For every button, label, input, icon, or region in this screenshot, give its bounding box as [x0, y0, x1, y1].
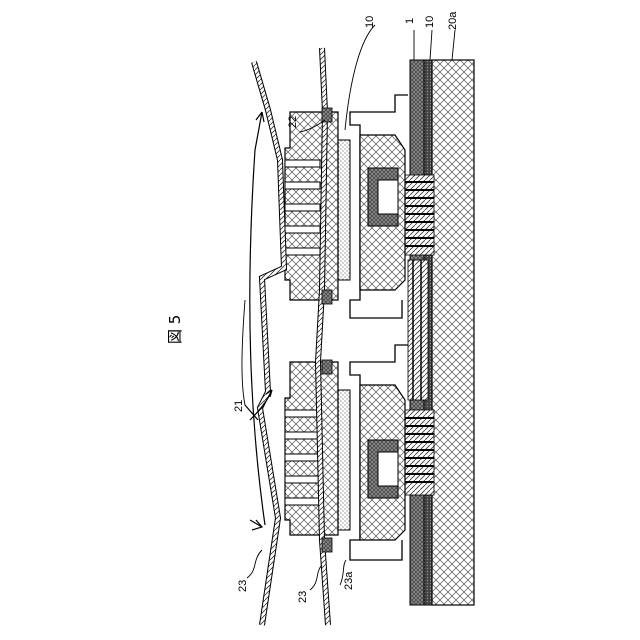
label-ref-23-left: 23 [237, 580, 249, 592]
upper-module [285, 95, 408, 318]
label-ref-10-right: 10 [424, 16, 436, 28]
interconnect-upper [404, 175, 434, 255]
label-ref-21: 21 [233, 400, 245, 412]
base-plate [432, 60, 474, 605]
label-ref-1: 1 [404, 18, 416, 24]
label-ref-20a: 20a [447, 11, 459, 30]
label-ref-23a: 23a [343, 571, 355, 590]
figure-caption: 図 5 [166, 315, 184, 344]
lower-module [285, 345, 408, 560]
interconnect-middle [408, 260, 428, 400]
interconnect-lower [404, 410, 434, 495]
label-ref-22: 22 [287, 116, 299, 128]
label-ref-23-bottom: 23 [297, 591, 309, 603]
label-ref-10-top: 10 [364, 16, 376, 28]
